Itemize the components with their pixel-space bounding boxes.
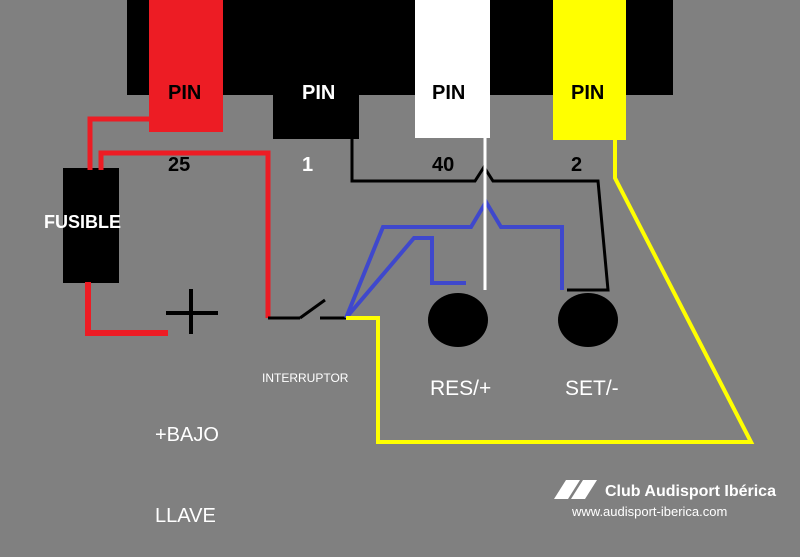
brand-logo-mark-2	[571, 480, 597, 499]
fuse-label: FUSIBLE	[44, 212, 122, 232]
pin-40-label-line2: 40	[432, 154, 455, 176]
power-label: +BAJO LLAVE	[155, 368, 219, 557]
pin-2-label: PIN 2	[571, 33, 604, 201]
pin-25-label-line1: PIN	[168, 82, 202, 104]
brand-name: Club Audisport Ibérica	[605, 483, 776, 500]
set-button	[558, 293, 618, 347]
blue-wire-res	[344, 236, 466, 320]
pin-1-label-line1: PIN	[302, 82, 336, 104]
pin-2-block	[553, 0, 626, 140]
switch-label: INTERRUPTOR	[262, 371, 349, 385]
pin-1-label: PIN 1	[302, 33, 335, 201]
res-button	[428, 293, 488, 347]
set-label: SET/-	[565, 377, 619, 400]
brand-url: www.audisport-iberica.com	[572, 504, 728, 519]
pin-1-tab	[273, 0, 359, 139]
pin-25-label-line2: 25	[168, 154, 191, 176]
pin-40-block	[415, 0, 490, 138]
switch-blade	[299, 298, 326, 320]
wiring-diagram	[63, 0, 755, 499]
pin-1-label-line2: 1	[302, 154, 314, 176]
pin-40-label: PIN 40	[432, 33, 465, 201]
red-wire-fuse-switch	[98, 150, 271, 318]
black-wire	[350, 139, 610, 292]
pin-25-block	[149, 0, 223, 132]
pin-2-label-line1: PIN	[571, 82, 605, 104]
fuse-body	[63, 168, 119, 283]
brand-logo-mark	[554, 480, 580, 499]
pin-40-label-line1: PIN	[432, 82, 466, 104]
power-label-line1: +BAJO	[155, 424, 219, 446]
pin-2-label-line2: 2	[571, 154, 583, 176]
res-label: RES/+	[430, 377, 492, 400]
red-wire-pin25-fuse	[87, 116, 150, 170]
yellow-wire-pin2	[346, 140, 755, 444]
pin-25-label: PIN 25	[168, 33, 201, 201]
power-label-line2: LLAVE	[155, 505, 216, 527]
red-wire-fuse-power	[85, 282, 168, 336]
